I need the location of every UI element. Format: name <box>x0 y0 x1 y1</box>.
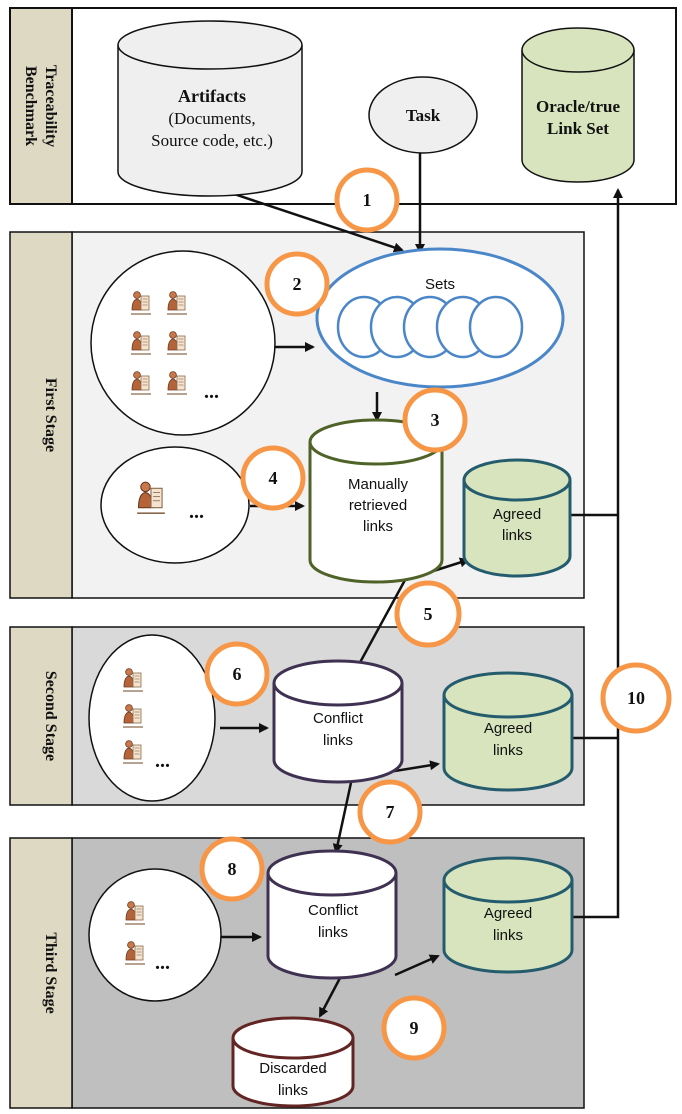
reviewer-group-1-ellipsis: ... <box>204 381 219 403</box>
agreed-2-label-2: links <box>493 742 523 759</box>
agreed-1-label-2: links <box>502 527 532 544</box>
step-badge-7: 7 <box>357 779 423 845</box>
step-7-number: 7 <box>386 802 395 822</box>
step-5-number: 5 <box>424 604 433 624</box>
step-badge-4: 4 <box>240 445 306 511</box>
artifacts-database: Artifacts (Documents, Source code, etc.) <box>117 20 303 197</box>
discarded-label-2: links <box>278 1082 308 1099</box>
reviewer-single-stage1: ... <box>100 446 250 564</box>
manual-links-database: Manually retrieved links <box>308 418 444 584</box>
first-stage-label: First Stage <box>42 378 59 452</box>
agreed-links-database-2: Agreed links <box>442 671 574 792</box>
step-badge-5: 5 <box>394 580 462 648</box>
first-stage-label-box <box>9 231 73 599</box>
agreed-1-label-1: Agreed <box>493 506 541 523</box>
arrow-conflict-to-discarded <box>318 968 349 1018</box>
step-badge-6: 6 <box>204 641 270 707</box>
sets-label: Sets <box>425 276 455 293</box>
step-badge-10: 10 <box>600 662 672 734</box>
oracle-database: Oracle/true Link Set <box>521 27 635 183</box>
reviewer-group-stage2: ... <box>88 634 216 802</box>
sets-node: Sets <box>315 247 565 389</box>
arrow-conflict-to-agreed-3 <box>394 954 440 977</box>
arrow-conflict-2-to-3 <box>332 777 354 854</box>
step-badges: 1 2 3 4 5 6 7 8 <box>199 167 672 1061</box>
step-8-number: 8 <box>228 859 237 879</box>
reviewer-group-stage3: ... <box>88 868 222 1002</box>
conflict-3-label-1: Conflict <box>308 902 359 919</box>
artifacts-title: Artifacts <box>178 86 246 106</box>
task-node: Task <box>368 76 478 154</box>
conflict-3-label-2: links <box>318 924 348 941</box>
reviewer-single-ellipsis: ... <box>189 501 204 523</box>
step-1-number: 1 <box>363 190 372 210</box>
manual-label-2: retrieved <box>349 497 407 514</box>
discarded-label-1: Discarded <box>259 1060 327 1077</box>
second-stage-label: Second Stage <box>42 671 59 761</box>
step-3-number: 3 <box>431 410 440 430</box>
connectors <box>220 148 623 1018</box>
step-2-number: 2 <box>293 274 302 294</box>
step-10-number: 10 <box>627 688 645 708</box>
agreed-links-database-1: Agreed links <box>462 458 572 578</box>
conflict-links-database-2: Conflict links <box>272 659 404 784</box>
reviewer-group-2-ellipsis: ... <box>155 750 170 772</box>
manual-label-3: links <box>363 518 393 535</box>
step-badge-3: 3 <box>402 387 468 453</box>
step-badge-2: 2 <box>264 251 330 317</box>
manual-label-1: Manually <box>348 476 409 493</box>
conflict-links-database-3: Conflict links <box>266 849 398 980</box>
reviewer-group-stage1: ... <box>90 250 276 436</box>
step-6-number: 6 <box>233 664 242 684</box>
step-4-number: 4 <box>269 468 278 488</box>
step-badge-9: 9 <box>381 995 447 1061</box>
discarded-links-database: Discarded links <box>231 1016 355 1108</box>
benchmark-label-box <box>9 7 73 205</box>
third-stage-label: Third Stage <box>42 932 59 1013</box>
reviewer-group-3-ellipsis: ... <box>155 952 170 974</box>
oracle-label-2: Link Set <box>547 119 609 138</box>
step-badge-8: 8 <box>199 836 265 902</box>
benchmark-label: TraceabilityBenchmark <box>22 65 59 147</box>
arrow-artifacts-to-sets <box>233 192 404 253</box>
agreed-2-label-1: Agreed <box>484 720 532 737</box>
conflict-2-label-2: links <box>323 732 353 749</box>
task-label: Task <box>406 106 441 125</box>
oracle-label-1: Oracle/true <box>536 97 620 116</box>
artifacts-subtitle-1: (Documents, <box>168 109 255 128</box>
agreed-links-database-3: Agreed links <box>442 856 574 974</box>
step-9-number: 9 <box>410 1018 419 1038</box>
artifacts-subtitle-2: Source code, etc.) <box>151 131 273 150</box>
third-stage-label-box <box>9 837 73 1109</box>
agreed-3-label-2: links <box>493 927 523 944</box>
step-badge-1: 1 <box>334 167 400 233</box>
agreed-3-label-1: Agreed <box>484 905 532 922</box>
second-stage-label-box <box>9 626 73 806</box>
arrow-agreed3-to-oracle <box>572 188 623 919</box>
conflict-2-label-1: Conflict <box>313 710 364 727</box>
